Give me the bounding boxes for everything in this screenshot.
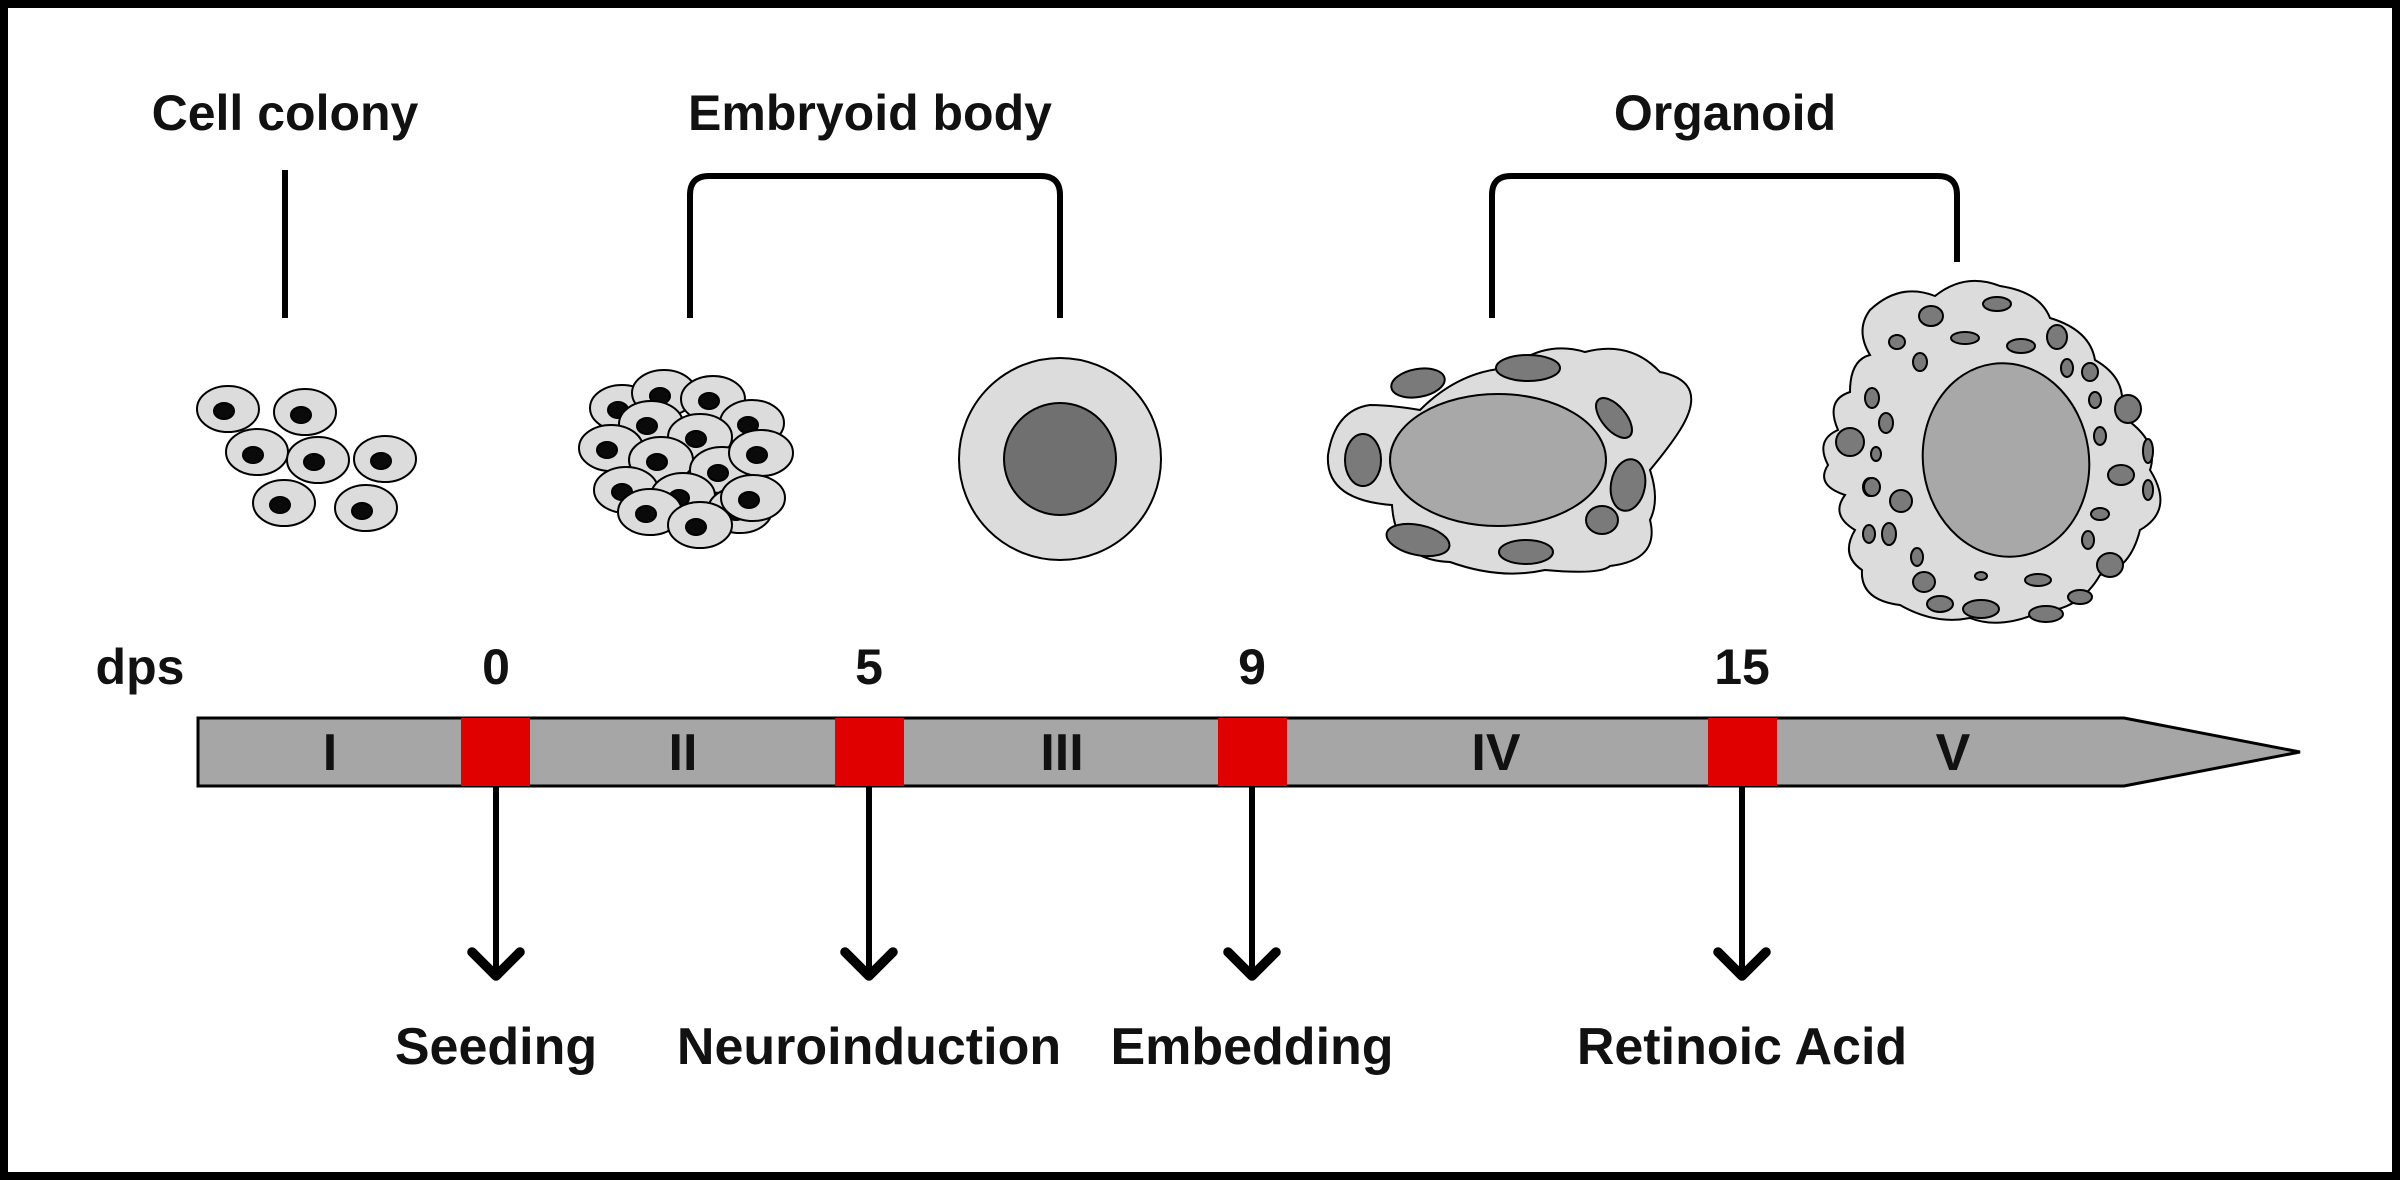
- organoid-early-illustration: [1326, 347, 1693, 575]
- tick-label-0: 0: [482, 639, 510, 695]
- event-label-retinoic-acid: Retinoic Acid: [1577, 1018, 1907, 1076]
- tick-label-9: 9: [1238, 639, 1266, 695]
- organoid-late-illustration: [1822, 279, 2162, 624]
- phase-label-2: II: [669, 724, 698, 782]
- embryoid-sphere-illustration: [958, 357, 1162, 561]
- event-label-embedding: Embedding: [1110, 1018, 1393, 1076]
- cell-colony-illustration: [196, 385, 417, 532]
- phase-label-1: I: [323, 724, 337, 782]
- timeline-unit-label: dps: [96, 639, 185, 695]
- label-embryoid-body: Embryoid body: [688, 85, 1052, 141]
- marker-day-0: [461, 718, 530, 786]
- embryoid-body-bracket: [687, 173, 1063, 318]
- embryoid-cluster-illustration: [578, 369, 794, 549]
- phase-label-5: V: [1936, 724, 1971, 782]
- marker-day-5: [835, 718, 904, 786]
- marker-day-15: [1708, 718, 1777, 786]
- label-organoid: Organoid: [1614, 85, 1836, 141]
- tick-label-15: 15: [1714, 639, 1770, 695]
- event-label-neuroinduction: Neuroinduction: [677, 1018, 1061, 1076]
- phase-label-3: III: [1040, 724, 1083, 782]
- marker-day-9: [1218, 718, 1287, 786]
- tick-label-5: 5: [855, 639, 883, 695]
- event-label-seeding: Seeding: [395, 1018, 597, 1076]
- label-cell-colony: Cell colony: [152, 85, 419, 141]
- phase-label-4: IV: [1471, 724, 1520, 782]
- organoid-bracket: [1489, 173, 1960, 318]
